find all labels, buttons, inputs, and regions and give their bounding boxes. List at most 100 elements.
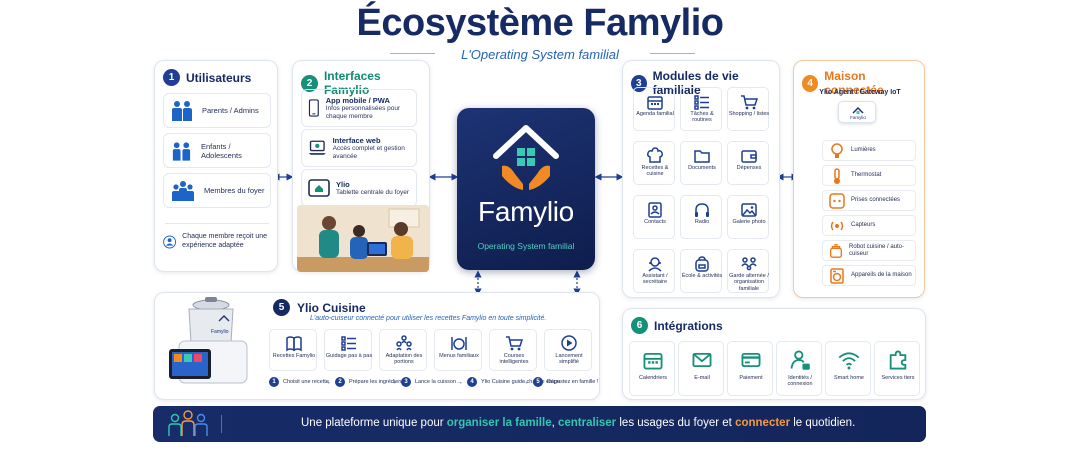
modules-card: 3 Modules de vie familiale Agenda famili…	[622, 60, 780, 298]
interface-desc: Tablette centrale du foyer	[336, 188, 409, 196]
card-icon	[741, 352, 761, 368]
family-group-icon	[168, 410, 208, 436]
integration-tile[interactable]: Calendriers	[629, 341, 675, 396]
integration-tile[interactable]: E-mail	[678, 341, 724, 396]
module-label: Agenda familial	[636, 111, 674, 117]
module-tile[interactable]: Documents	[680, 141, 722, 185]
cooker-icon	[829, 243, 842, 258]
washer-icon	[830, 267, 844, 284]
cuisine-feature[interactable]: Menus familiaux	[434, 329, 482, 371]
device-label: Prises connectées	[851, 197, 901, 204]
interface-title: Ylio	[336, 179, 350, 189]
gateway-logo-icon	[852, 106, 864, 114]
step-number: 4	[467, 377, 477, 387]
user-row-household[interactable]: Membres du foyer	[163, 173, 271, 208]
module-label: Radio	[694, 219, 710, 225]
children-icon	[172, 141, 191, 161]
cuisine-feature[interactable]: Lancement simplifié	[544, 329, 592, 371]
home-device[interactable]: Robot cuisine / auto-cuiseur	[822, 240, 916, 261]
integration-tile[interactable]: Smart home	[825, 341, 871, 396]
cuisine-feature[interactable]: Courses intelligentes	[489, 329, 537, 371]
gateway-title: Ylio Agent / Gateway IoT	[819, 89, 901, 96]
step-number: 3	[401, 377, 411, 387]
cart-icon	[741, 95, 758, 110]
step-number: 2	[335, 377, 345, 387]
cuisine-feature[interactable]: Adaptation des portions	[379, 329, 427, 371]
user-label: Membres du foyer	[204, 186, 265, 195]
banner-text: ,	[551, 417, 558, 429]
menu-icon	[451, 337, 467, 350]
step-label: Lance la cuisson	[415, 378, 456, 385]
steps-icon	[341, 336, 356, 351]
family-illustration	[297, 205, 429, 272]
famylio-core[interactable]: Famylio Operating System familial	[457, 108, 595, 270]
module-tile[interactable]: Agenda familial	[633, 87, 675, 131]
feature-label: Recettes Famylio	[272, 353, 316, 359]
step-label: Ylio Cuisine guide chaque étape	[481, 378, 560, 385]
page-subtitle: L'Operating System familial	[461, 47, 619, 62]
cuisine-card: Famylio 5 Ylio Cuisine L'auto-cuiseur co…	[154, 292, 600, 400]
wallet-icon	[741, 150, 757, 163]
home-device[interactable]: Capteurs	[822, 215, 916, 236]
module-tile[interactable]: Shopping / listes	[727, 87, 769, 131]
integration-label: Calendriers	[638, 375, 668, 381]
banner-divider	[221, 415, 222, 433]
module-tile[interactable]: Contacts	[633, 195, 675, 239]
home-device[interactable]: Lumières	[822, 140, 916, 161]
home-card: 4 Maison connectée Ylio Agent / Gateway …	[793, 60, 925, 298]
calendar-icon	[643, 352, 663, 370]
modules-title: Modules de vie familiale	[652, 69, 739, 97]
center-brand: Famylio	[478, 196, 574, 227]
gateway-device[interactable]: Famylio	[838, 101, 876, 123]
user-row-children[interactable]: Enfants / Adolescents	[163, 133, 271, 168]
step-arrow-icon: →	[522, 379, 529, 386]
step-arrow-icon: →	[456, 379, 463, 386]
cuisine-feature[interactable]: Guidage pas à pas	[324, 329, 372, 371]
module-tile[interactable]: École & activités	[680, 249, 722, 293]
feature-label: Lancement simplifié	[555, 353, 583, 366]
integration-tile[interactable]: Paiement	[727, 341, 773, 396]
user-label: Parents / Admins	[202, 106, 259, 115]
user-row-parents[interactable]: Parents / Admins	[163, 93, 271, 128]
module-tile[interactable]: Tâches & routines	[680, 87, 722, 131]
banner-highlight-centraliser: centraliser	[557, 417, 617, 429]
cuisine-title: Ylio Cuisine	[297, 300, 366, 315]
contacts-icon	[648, 202, 662, 218]
home-device[interactable]: Appareils de la maison	[822, 265, 916, 286]
device-label: Thermostat	[851, 172, 882, 179]
interface-desc: Accès complet et gestion avancée	[332, 144, 405, 160]
module-tile[interactable]: Radio	[680, 195, 722, 239]
cuisine-step: 3 Lance la cuisson	[401, 377, 456, 387]
cuisine-feature[interactable]: Recettes Famylio	[269, 329, 317, 371]
users-note-text: Chaque membre reçoit une expérience adap…	[182, 233, 267, 249]
module-tile[interactable]: Dépenses	[727, 141, 769, 185]
play-icon	[561, 335, 577, 351]
home-device[interactable]: Thermostat	[822, 165, 916, 186]
bulb-icon	[831, 142, 843, 158]
folder-icon	[694, 150, 710, 163]
portions-icon	[396, 335, 412, 351]
cart-icon	[506, 336, 523, 351]
integration-tile[interactable]: Services tiers	[874, 341, 920, 396]
interface-title: App mobile / PWA	[325, 95, 390, 105]
module-label: Assistant / secrétaire	[642, 273, 668, 286]
cuisine-step: 4 Ylio Cuisine guide chaque étape	[467, 377, 560, 387]
feature-label: Courses intelligentes	[499, 353, 529, 366]
checklist-icon	[694, 95, 709, 110]
module-tile[interactable]: Galerie photo	[727, 195, 769, 239]
module-tile[interactable]: Assistant / secrétaire	[633, 249, 675, 293]
module-tile[interactable]: Recettes & cuisine	[633, 141, 675, 185]
smartphone-icon	[308, 99, 319, 117]
integration-tile[interactable]: Identités / connexion	[776, 341, 822, 396]
interface-desc: Infos personnalisées pour chaque membre	[325, 104, 401, 120]
integration-label: Services tiers	[881, 375, 915, 381]
module-tile[interactable]: Garde alternée / organisation familiale	[727, 249, 769, 293]
integration-label: Identités / connexion	[787, 375, 813, 388]
home-device[interactable]: Prises connectées	[822, 190, 916, 211]
